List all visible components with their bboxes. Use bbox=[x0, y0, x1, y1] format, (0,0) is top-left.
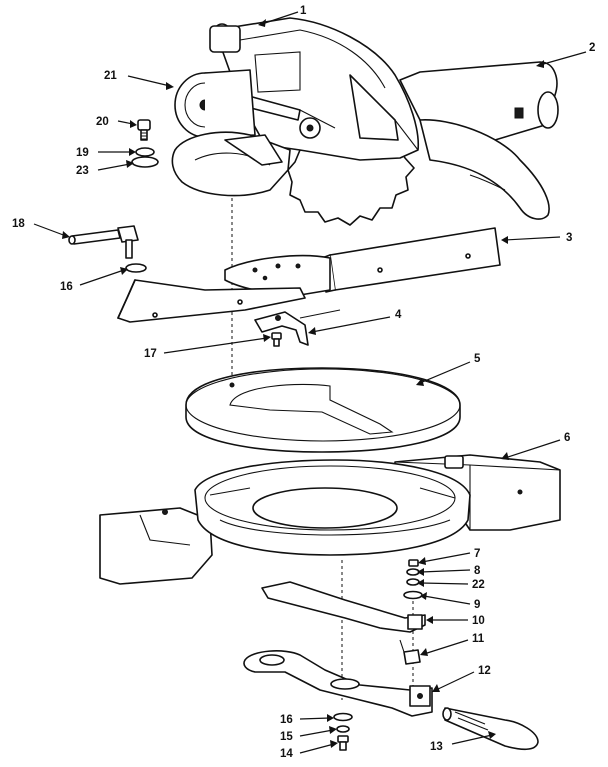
callout-2: 2 bbox=[589, 42, 595, 54]
lock-rod-18 bbox=[68, 225, 139, 259]
callout-6: 6 bbox=[564, 432, 570, 444]
callout-8: 8 bbox=[474, 565, 481, 577]
lock-knob-13 bbox=[442, 707, 539, 751]
callout-21: 21 bbox=[104, 70, 117, 82]
callout-5: 5 bbox=[474, 353, 481, 365]
clamp-bracket-4 bbox=[254, 309, 341, 346]
screw-14 bbox=[337, 735, 349, 751]
callout-9: 9 bbox=[474, 599, 480, 611]
callout-3: 3 bbox=[566, 232, 572, 244]
turntable-5 bbox=[185, 367, 461, 453]
callout-1: 1 bbox=[300, 5, 307, 17]
callout-12: 12 bbox=[478, 665, 491, 677]
lower-blade-guard bbox=[171, 131, 291, 197]
callout-7: 7 bbox=[474, 548, 480, 560]
washer-16-lower bbox=[333, 712, 353, 722]
washer-19 bbox=[135, 147, 155, 157]
fence-part-3 bbox=[321, 227, 501, 293]
callout-23: 23 bbox=[76, 165, 89, 177]
washer-9 bbox=[403, 590, 423, 600]
callout-13: 13 bbox=[430, 741, 443, 753]
callout-20: 20 bbox=[96, 116, 109, 128]
callout-17: 17 bbox=[144, 348, 157, 360]
handle-assembly bbox=[399, 61, 559, 220]
washer-22 bbox=[406, 578, 420, 586]
callout-18: 18 bbox=[12, 218, 25, 230]
saw-blade bbox=[287, 149, 415, 226]
washer-16-upper bbox=[125, 263, 147, 273]
screw-7 bbox=[408, 559, 419, 567]
washer-15 bbox=[336, 725, 350, 733]
callout-16-upper: 16 bbox=[60, 281, 73, 293]
left-fence bbox=[117, 279, 306, 323]
callout-15: 15 bbox=[280, 731, 293, 743]
callout-labels: 1 2 21 20 19 23 18 16 3 4 17 5 6 7 8 22 … bbox=[12, 5, 595, 760]
clip-11 bbox=[399, 639, 421, 665]
callout-14: 14 bbox=[280, 748, 293, 760]
blade-guard-assembly bbox=[209, 17, 420, 226]
callout-11: 11 bbox=[472, 633, 485, 645]
handle-end-cap bbox=[537, 91, 559, 129]
screw-20 bbox=[137, 119, 151, 141]
leader-lines bbox=[33, 11, 587, 754]
screw-17 bbox=[271, 332, 282, 347]
table-insert-plate bbox=[224, 254, 331, 296]
washer-23 bbox=[131, 156, 159, 168]
callout-19: 19 bbox=[76, 147, 89, 159]
callout-10: 10 bbox=[472, 615, 485, 627]
callout-16-lower: 16 bbox=[280, 714, 293, 726]
callout-22: 22 bbox=[472, 579, 485, 591]
motor-end-bell bbox=[174, 69, 256, 138]
lock-plate-10 bbox=[261, 581, 426, 633]
base-6 bbox=[99, 454, 561, 585]
callout-4: 4 bbox=[395, 309, 402, 321]
lock-arm-12 bbox=[243, 650, 433, 717]
